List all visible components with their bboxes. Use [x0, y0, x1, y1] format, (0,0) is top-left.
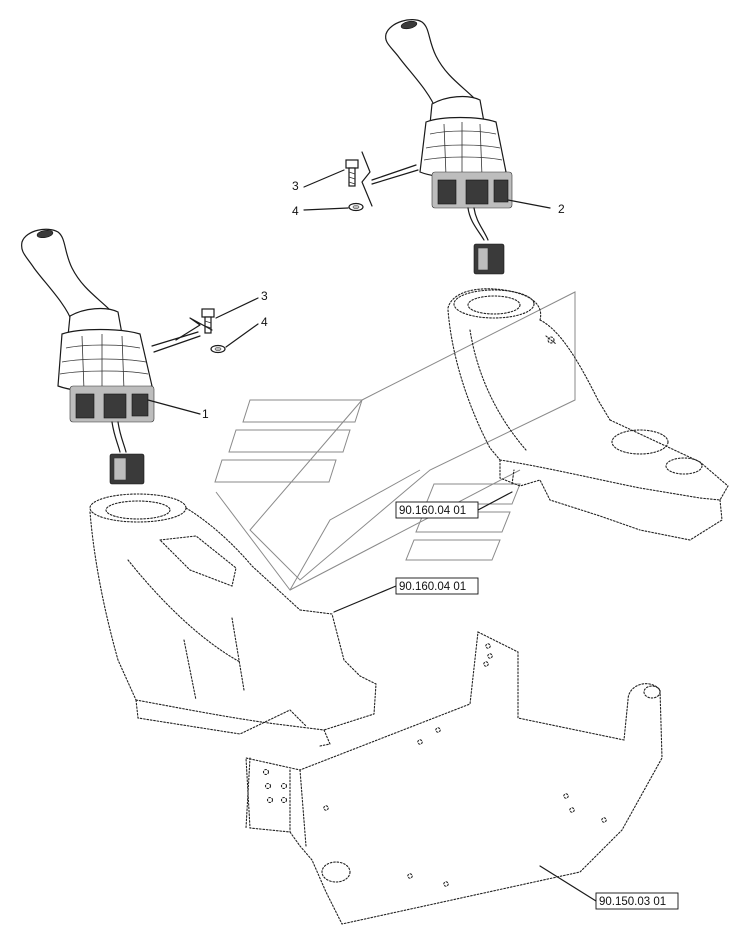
leader-bolt-lower — [215, 297, 259, 319]
ref-box-upper[interactable]: 90.160.04 01 — [395, 501, 479, 519]
leader-bolt-upper — [303, 169, 345, 188]
watermark-logo — [214, 291, 576, 591]
leader-washer-lower — [225, 323, 259, 348]
callout-bolt-lower: 3 — [261, 289, 268, 303]
ref-box-middle[interactable]: 90.160.04 01 — [395, 577, 479, 595]
bolt-upper-arrow-lines — [371, 164, 419, 185]
washer-upper — [348, 202, 364, 212]
leader-washer-upper — [303, 207, 349, 211]
bolt-lower — [201, 308, 215, 334]
callout-joystick-left: 1 — [202, 407, 209, 421]
callout-washer-upper: 4 — [292, 204, 299, 218]
bolt-upper — [345, 159, 359, 187]
leader-ref-bottom — [539, 865, 597, 902]
bolt-upper-leader — [361, 151, 373, 207]
ref-box-bottom-label: 90.150.03 01 — [599, 896, 666, 908]
leader-joystick-left — [147, 399, 201, 415]
leader-ref-middle — [333, 585, 397, 613]
ref-box-upper-label: 90.160.04 01 — [399, 505, 466, 517]
leader-lines — [147, 169, 597, 902]
leader-joystick-right — [507, 199, 551, 209]
callout-washer-lower: 4 — [261, 315, 268, 329]
console-left — [89, 493, 377, 747]
joystick-left — [21, 228, 155, 485]
callout-bolt-upper: 3 — [292, 179, 299, 193]
callout-joystick-right: 2 — [558, 202, 565, 216]
washer-lower — [210, 344, 226, 354]
ref-box-bottom[interactable]: 90.150.03 01 — [595, 892, 679, 910]
joystick-right — [385, 19, 513, 275]
console-right — [447, 288, 729, 541]
mounting-bracket — [245, 631, 663, 925]
leader-ref-upper — [477, 491, 513, 511]
ref-box-middle-label: 90.160.04 01 — [399, 581, 466, 593]
